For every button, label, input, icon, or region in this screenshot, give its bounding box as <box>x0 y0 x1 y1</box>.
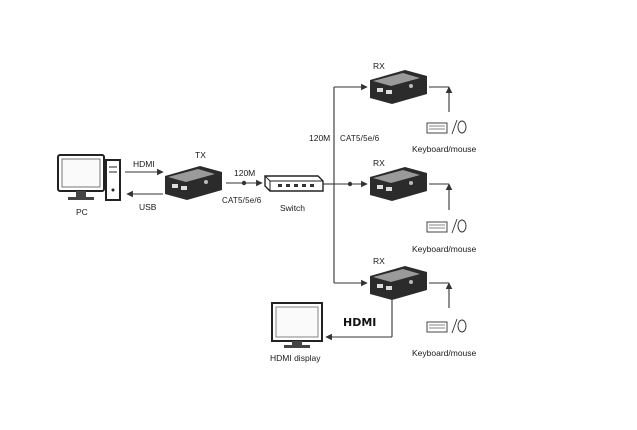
peripheral-label: Keyboard/mouse <box>412 348 477 358</box>
switch-rx-trunk <box>323 83 368 287</box>
rx-peripheral-link <box>429 183 453 210</box>
rx-peripheral-link <box>429 86 453 112</box>
switch-label: Switch <box>280 203 305 213</box>
keyboard-mouse-icon <box>426 218 467 234</box>
tx-label: TX <box>195 150 206 160</box>
peripheral-label: Keyboard/mouse <box>412 144 477 154</box>
switch-icon <box>264 175 324 192</box>
monitor-icon <box>271 302 323 348</box>
tx-switch-distance-label: 120M <box>234 168 255 178</box>
hdmi-link-label: HDMI <box>133 159 155 169</box>
rx-label: RX <box>373 158 385 168</box>
tx-switch-cable-label: CAT5/5e/6 <box>222 196 262 205</box>
trunk-cable-label: CAT5/5e/6 <box>340 134 380 143</box>
tx-switch-link <box>226 179 263 187</box>
rx-display-hdmi-link <box>325 300 393 341</box>
usb-link-label: USB <box>139 202 157 212</box>
tx-transmitter-icon <box>165 166 222 200</box>
pc-icon <box>57 154 121 201</box>
rx-label: RX <box>373 256 385 266</box>
pc-label: PC <box>76 207 88 217</box>
rx-peripheral-link <box>429 282 453 308</box>
rx-receiver-icon <box>370 167 427 201</box>
keyboard-mouse-icon <box>426 119 467 135</box>
trunk-distance-label: 120M <box>309 133 330 143</box>
display-hdmi-label: HDMI <box>343 316 376 329</box>
display-label: HDMI display <box>270 353 321 363</box>
rx-receiver-icon <box>370 70 427 104</box>
keyboard-mouse-icon <box>426 318 467 334</box>
peripheral-label: Keyboard/mouse <box>412 244 477 254</box>
rx-label: RX <box>373 61 385 71</box>
rx-receiver-icon <box>370 266 427 300</box>
